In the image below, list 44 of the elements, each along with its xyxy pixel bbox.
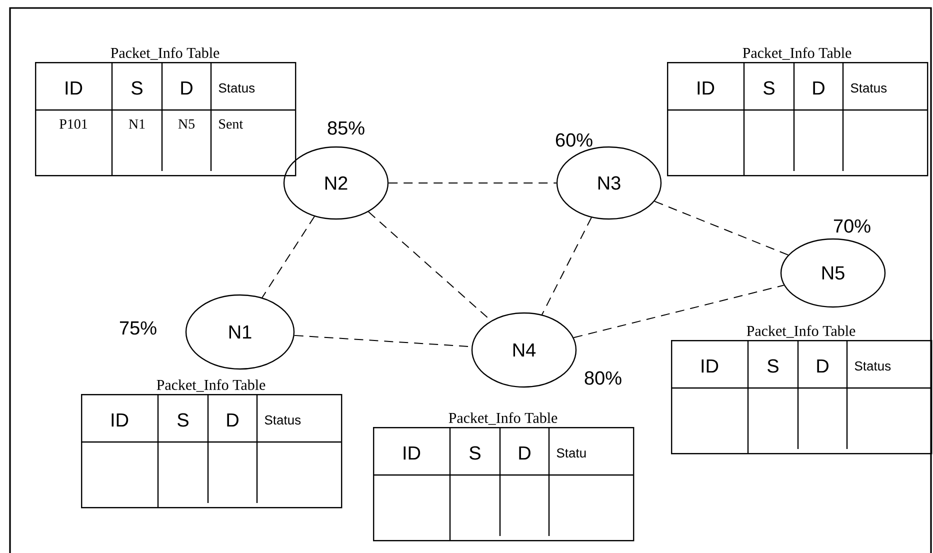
table-title: Packet_Info Table [448,412,558,425]
column-header: ID [112,413,128,427]
column-header: ID [66,81,82,95]
table-cell-text: Sent [219,119,244,129]
column-header: Status [854,361,891,371]
column-header: D [227,413,238,427]
column-header: S [768,359,778,373]
dashed-link [388,182,557,184]
dashed-link [654,200,789,256]
column-header: Status [850,83,887,93]
column-header: D [813,81,824,95]
column-header: D [181,81,192,95]
table-title: Packet_Info Table [156,379,266,392]
dashed-link [262,216,315,298]
percentage-label: 70% [834,219,870,233]
dashed-link [573,284,784,338]
table-cell-text: N1 [128,119,145,129]
column-header: Status [218,83,255,93]
column-header: D [817,359,828,373]
table-title: Packet_Info Table [742,47,852,60]
column-header: Statu [556,448,586,458]
table-cell-text: N5 [178,119,195,129]
packet-info-table [81,379,342,508]
column-header: D [519,446,530,460]
column-header: S [178,413,188,427]
column-header: ID [702,359,718,373]
packet-info-table [667,47,928,176]
column-header: ID [698,81,714,95]
column-header: S [132,81,142,95]
column-header: ID [404,446,420,460]
column-header: S [764,81,774,95]
percentage-label: 80% [584,371,622,385]
percentage-label: 75% [120,321,156,335]
packet-info-table [671,325,932,454]
table-title: Packet_Info Table [746,325,856,338]
packet-info-table [373,412,634,542]
packet-info-table [35,47,296,176]
dashed-link [542,217,592,316]
column-header: Status [264,415,301,425]
column-header: S [470,446,480,460]
percentage-label: 60% [556,133,592,147]
percentage-label: 85% [328,121,364,135]
table-title: Packet_Info Table [110,47,220,60]
table-cell-text: P101 [60,119,88,129]
